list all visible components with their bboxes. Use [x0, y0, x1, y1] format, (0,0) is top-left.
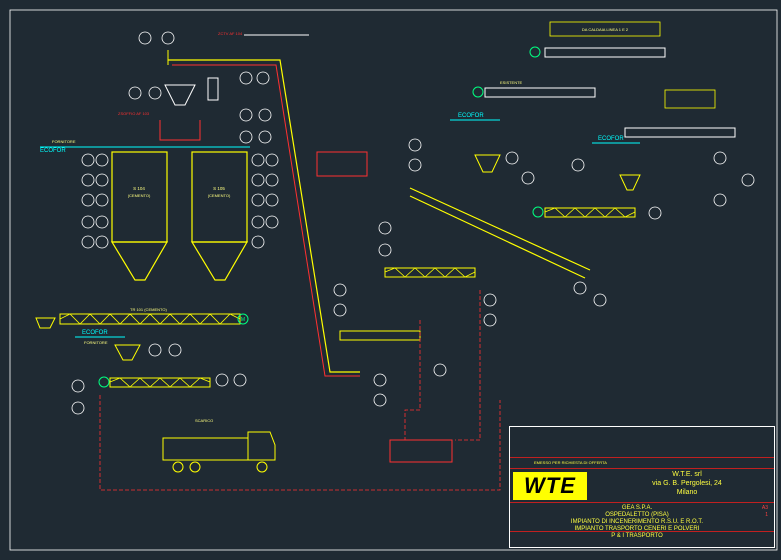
company-name: W.T.E. srl [672, 471, 702, 478]
silo-s104-desc: (CEMENTO) [128, 193, 151, 198]
mixer-hopper [114, 344, 141, 361]
company-info: W.T.E. srl via G. B. Pergolesi, 24 Milan… [602, 470, 772, 497]
top-instruments [128, 31, 272, 144]
inclined-conveyor [409, 187, 591, 279]
client-name: GEA S.P.A. [621, 505, 653, 511]
top-right-box-label: DA CALDAIA LINEA 1 E 2 [582, 27, 629, 32]
tag-top-left: ZCTV AF 104 [218, 31, 243, 36]
silo-instruments-left [81, 153, 109, 249]
scale-value: A3 [761, 505, 768, 511]
silo-s105 [190, 151, 249, 281]
signal-line-a [404, 320, 421, 440]
title-block: EMESSO PER RICHIESTA DI OFFERTA WTE W.T.… [509, 426, 775, 548]
ecofor-label-left: ECOFOR [40, 148, 66, 154]
legend-box-bottom [389, 439, 453, 463]
ecofor-label-right: ECOFOR [598, 136, 624, 142]
screw-conveyor-lower [98, 376, 211, 388]
screw-conveyor-main: M [59, 313, 249, 325]
pneumatic-line-main [168, 59, 360, 377]
revision-note: EMESSO PER RICHIESTA DI OFFERTA [534, 460, 607, 465]
left-hopper [35, 317, 56, 329]
scarico-label: SCARICO [195, 418, 213, 423]
existing-conveyor-top [529, 46, 666, 58]
project-info: GEA S.P.A. OSPEDALETTO (PISA) IMPIANTO D… [512, 505, 762, 540]
company-city: Milano [676, 489, 698, 496]
right-box [664, 89, 716, 109]
ecofor-label-mid: ECOFOR [458, 113, 484, 119]
drawing-frame [9, 9, 778, 551]
screw-conveyor-mid [339, 330, 421, 341]
truck [162, 431, 276, 473]
site-name: OSPEDALETTO (PISA) [605, 512, 669, 518]
tag-silo-valve: ZSOFFIO AF 103 [118, 111, 150, 116]
silo-s104-id: S 104 [133, 186, 145, 191]
return-signal-line [99, 395, 501, 491]
fornitore-label-left: FORNITORE [52, 139, 76, 144]
silo-instruments-right [251, 153, 279, 249]
wte-logo: WTE [513, 472, 587, 500]
existing-conveyor-right [624, 127, 736, 138]
silo-s104 [110, 151, 169, 281]
instruments-right [71, 138, 755, 415]
sheet-value: 1 [765, 512, 768, 518]
subject-name-2: P & I TRASPORTO [611, 533, 663, 539]
right-hopper [619, 174, 641, 191]
fornitore-label-lower: FORNITORE [84, 340, 108, 345]
subject-name: IMPIANTO TRASPORTO CENERI E POLVERI [574, 526, 700, 532]
project-name: IMPIANTO DI INCENERIMENTO R.S.U. E R.O.T… [570, 519, 704, 525]
top-right-box [549, 21, 661, 37]
screw-main-label: TR 101 (CEMENTO) [130, 307, 167, 312]
center-hopper [474, 154, 501, 173]
distribution-valves [159, 120, 201, 141]
drawing-code: A3 1 [762, 505, 768, 519]
feed-hopper [164, 84, 196, 106]
legend-box-top [316, 151, 368, 177]
filter-unit [207, 77, 219, 101]
screw-conveyor-right [532, 206, 636, 218]
signal-line-b [455, 290, 481, 441]
ecofor-label-lower: ECOFOR [82, 330, 108, 336]
existing-label-1: ESISTENTE [500, 80, 523, 85]
existing-conveyor-mid [472, 86, 596, 98]
svg-text:M: M [241, 317, 245, 323]
company-address: via G. B. Pergolesi, 24 [652, 480, 722, 487]
screw-conveyor-center [384, 267, 476, 278]
silo-s105-desc: (CEMENTO) [208, 193, 231, 198]
silo-s105-id: S 105 [213, 186, 225, 191]
